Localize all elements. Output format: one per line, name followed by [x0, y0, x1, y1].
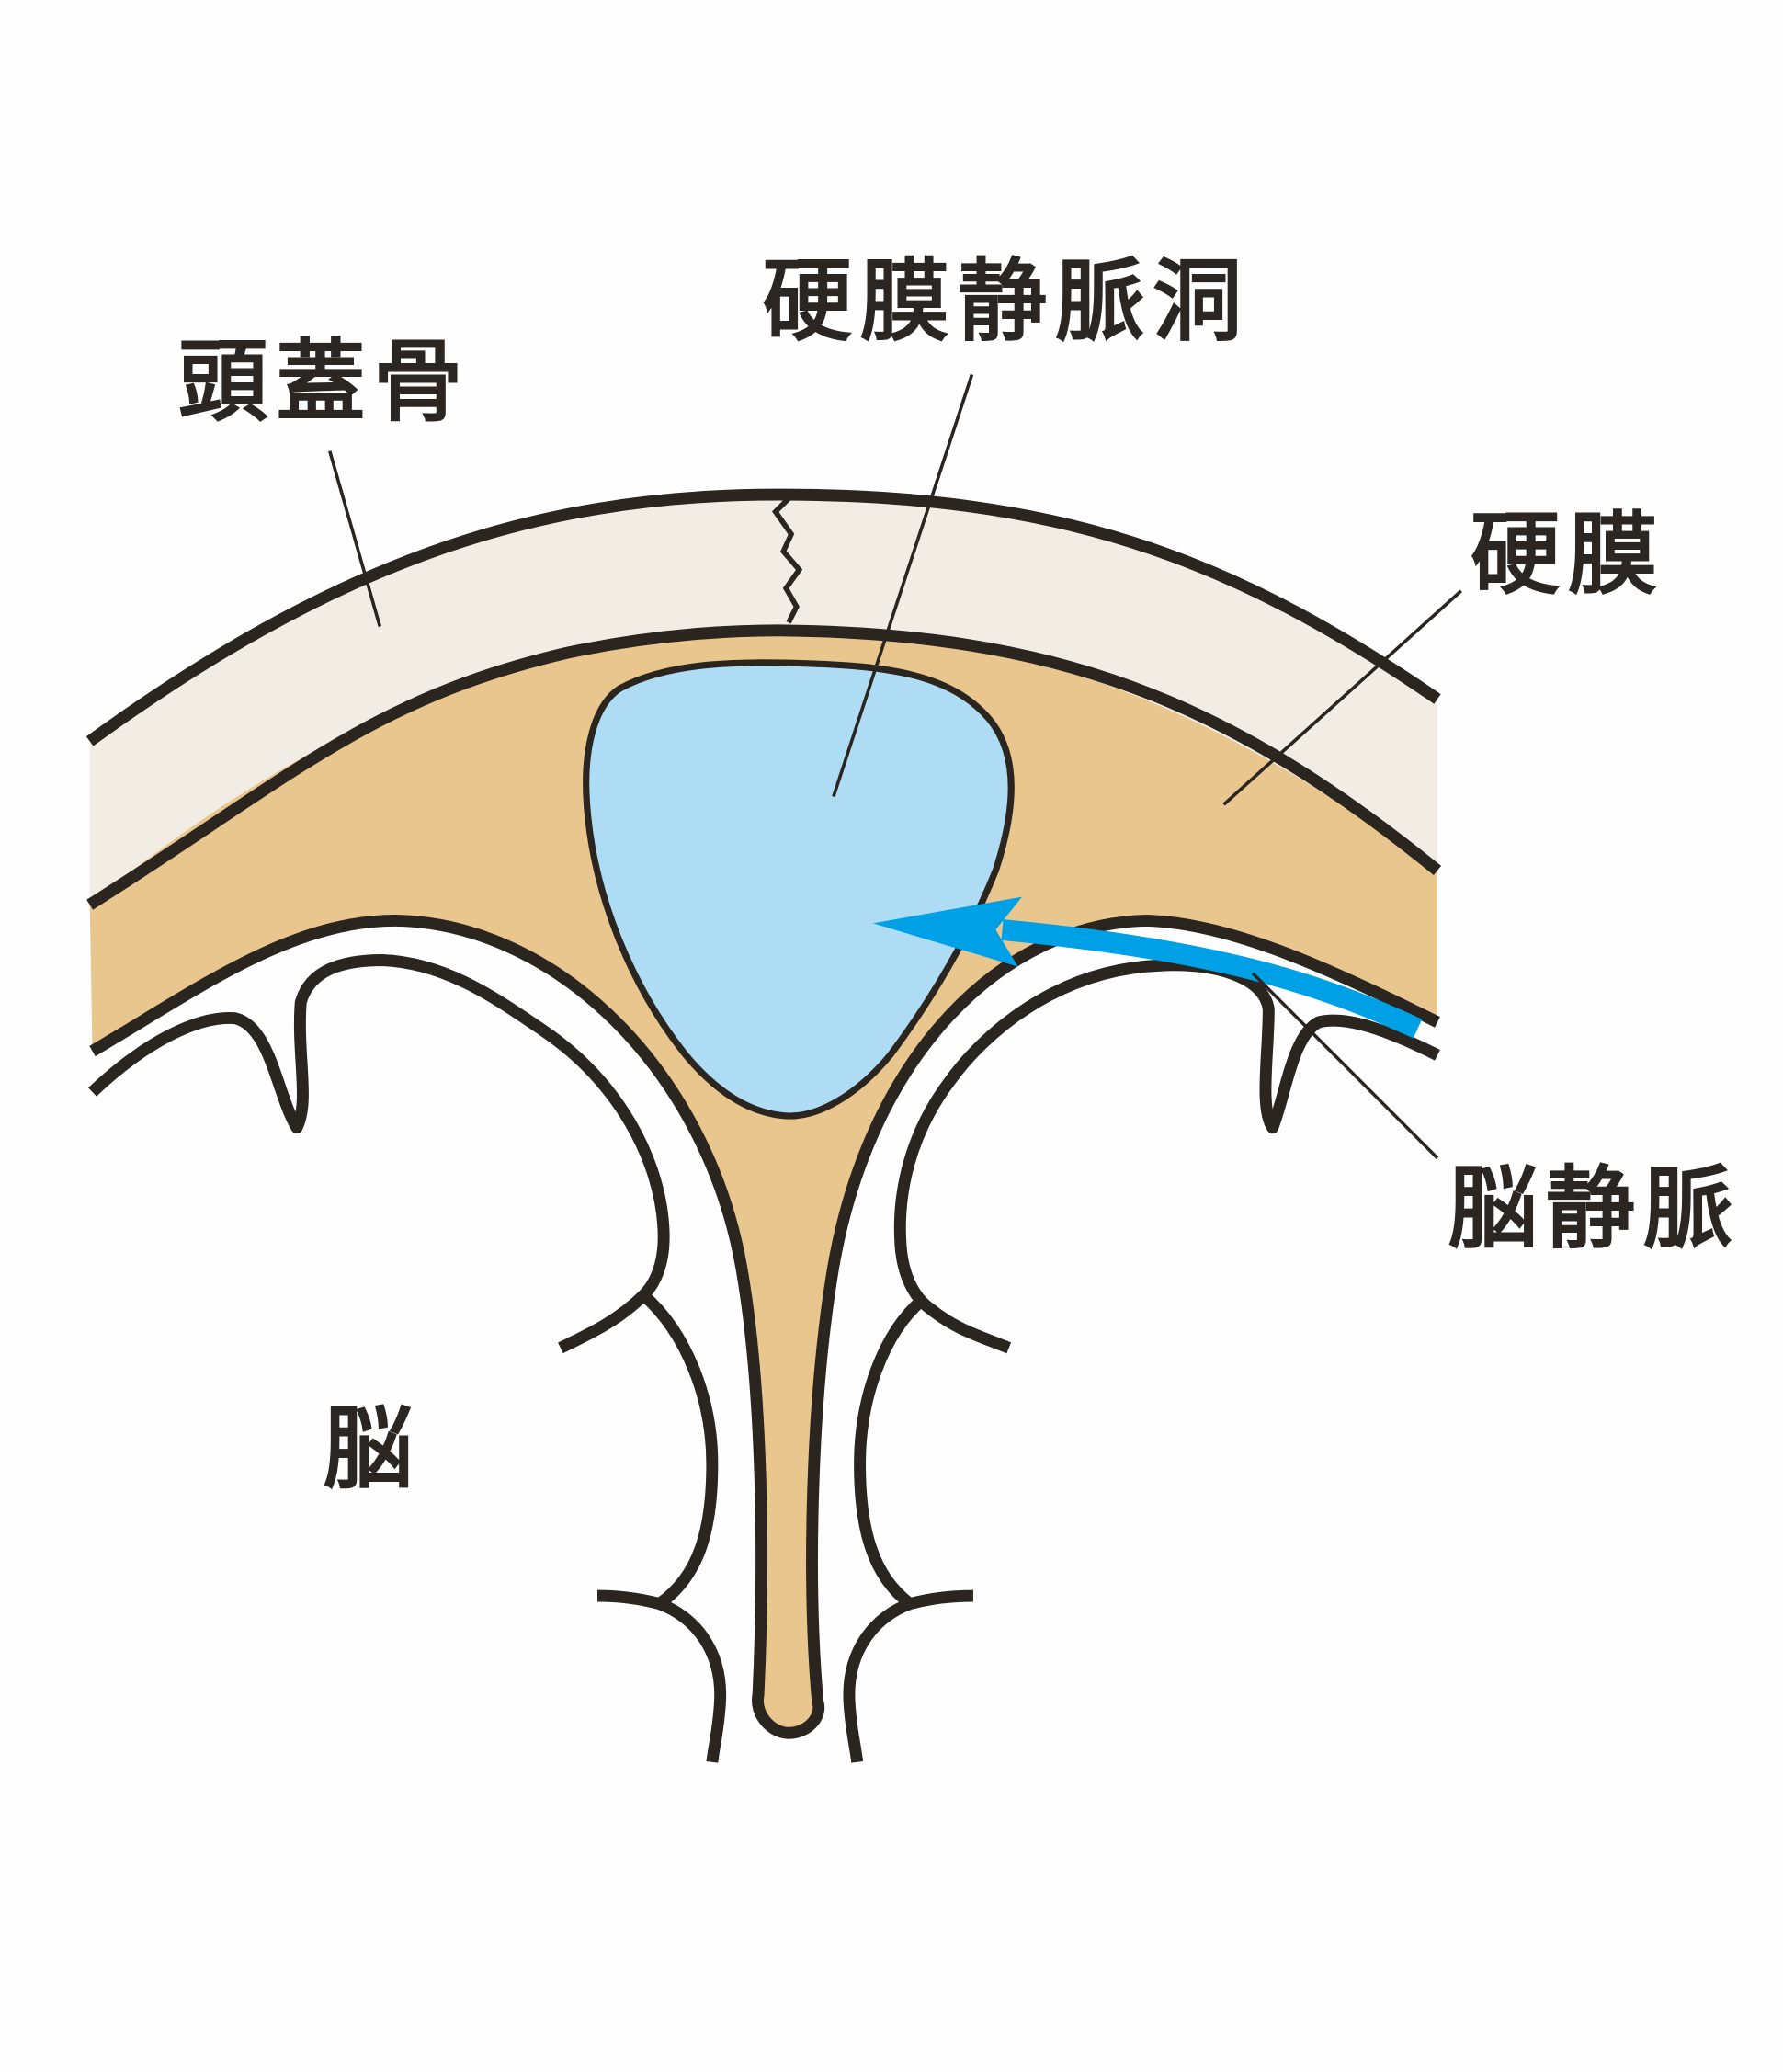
skull-layer	[89, 495, 1437, 905]
label-brain: 脳	[324, 1397, 421, 1502]
brain-left-sulcus-outline	[597, 1291, 726, 1763]
dural-venous-sinus	[583, 659, 1015, 1120]
skull-outer-outline	[85, 488, 1441, 746]
label-skull: 頭蓋骨	[178, 330, 471, 435]
dura-layer	[89, 630, 1437, 1733]
brain-right-sulcus-outline	[843, 1294, 973, 1763]
label-dura: 硬膜	[1471, 503, 1665, 608]
vein-leader-line	[1251, 972, 1439, 1159]
label-dural-sinus: 硬膜静脈洞	[762, 250, 1250, 355]
suture-line	[772, 496, 803, 624]
skull-leader-line	[328, 450, 382, 628]
skull-inner-outline	[86, 624, 1442, 910]
dura-leader-line	[1222, 589, 1463, 806]
brain-right-gyrus-outline	[893, 959, 1440, 1354]
sinus-leader-line	[832, 373, 974, 798]
brain-left-gyrus-outline	[88, 954, 670, 1354]
cerebral-vein-flow-arrow	[1001, 919, 1423, 1039]
label-cerebral-vein: 脳静脈	[1448, 1157, 1740, 1262]
arrow-head	[872, 896, 1023, 967]
